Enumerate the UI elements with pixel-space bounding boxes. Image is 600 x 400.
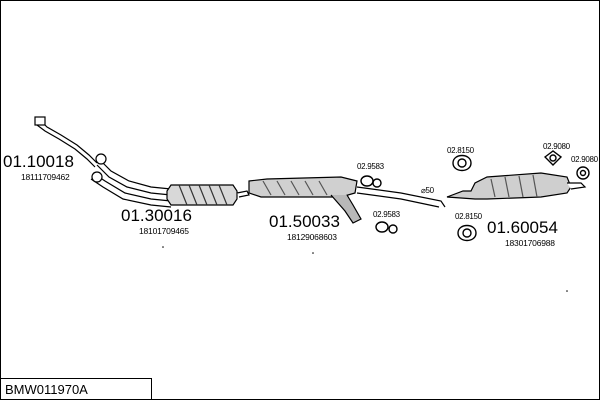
reference-box: BMW011970A [1,378,152,399]
middle-silencer [248,176,446,224]
pipe-diameter-label: ⌀50 [421,186,434,195]
part-number-middle-silencer: 01.50033 [269,212,340,231]
part-number-front-pipe: 01.10018 [3,152,74,171]
part-number-rear-silencer: 01.60054 [487,218,558,237]
mount-number: 02.8150 [455,212,482,221]
oem-number-rear-silencer: 18301706988 [505,238,555,248]
mount-number: 02.9080 [571,155,598,164]
reference-code: BMW011970A [5,382,88,397]
mount-number: 02.9583 [357,162,384,171]
front-pipe [34,116,172,208]
rear-silencer [446,172,587,200]
oem-number-middle-silencer: 18129068603 [287,232,337,242]
catalytic-converter [166,184,250,206]
mount-icons [360,150,590,242]
mount-number: 02.9583 [373,210,400,219]
leader-dots [162,246,568,292]
mount-number: 02.8150 [447,146,474,155]
mount-number: 02.9080 [543,142,570,151]
oem-number-front-pipe: 18111709462 [21,172,70,182]
part-number-catalytic-converter: 01.30016 [121,206,192,225]
oem-number-catalytic-converter: 18101709465 [139,226,189,236]
